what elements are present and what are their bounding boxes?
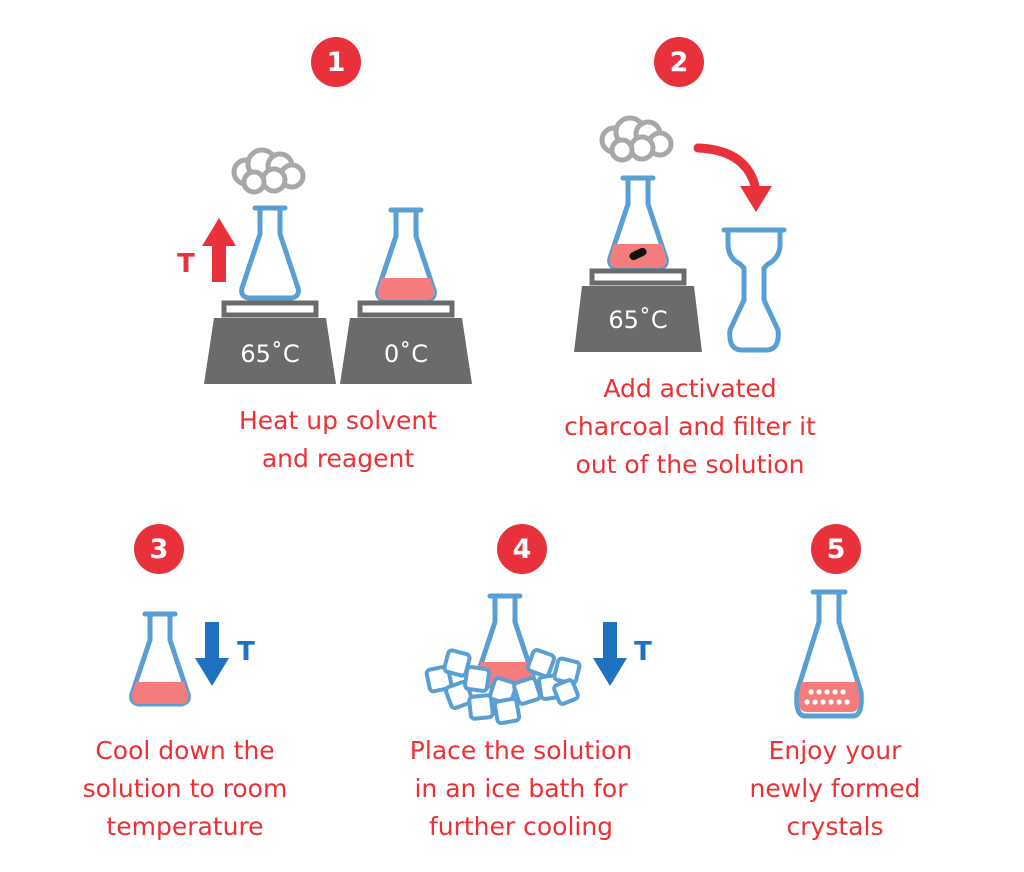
step-3-caption: Cool down the solution to room temperatu…: [82, 736, 288, 841]
step-3-number-badge: 3: [134, 524, 184, 574]
temperature-down-arrow-icon: [593, 622, 627, 686]
flask-with-charcoal-icon: [607, 175, 669, 271]
steam-cloud-icon: [234, 150, 303, 192]
step-1-illustration: T 65˚C 0˚C: [177, 150, 472, 384]
step-5-caption: Enjoy your newly formed crystals: [749, 736, 921, 841]
flask-with-solution-icon: [375, 207, 437, 303]
hotplate-icon: [204, 300, 336, 384]
ice-cube-icon: [512, 676, 542, 706]
step-5-illustration: [794, 589, 864, 719]
temperature-symbol: T: [634, 637, 652, 667]
ice-cube-icon: [467, 693, 495, 721]
step-2-illustration: 65˚C: [574, 118, 787, 353]
ice-cube-icon: [463, 665, 491, 693]
crystals-icon: [804, 689, 850, 705]
filter-funnel-icon: [721, 227, 787, 353]
step-4-caption: Place the solution in an ice bath for fu…: [409, 736, 633, 841]
temperature-symbol: T: [177, 249, 195, 279]
hotplate-icon: [574, 268, 702, 352]
temperature-up-arrow-icon: [202, 218, 236, 282]
steam-cloud-icon: [602, 118, 671, 160]
flask-with-crystals-icon: [794, 589, 864, 719]
step-1-caption: Heat up solvent and reagent: [239, 406, 437, 473]
ice-bath-icon: [424, 648, 582, 726]
ice-cube-icon: [552, 678, 580, 706]
charcoal-piece-icon: [629, 247, 647, 261]
hotplate-icon: [340, 300, 472, 384]
step-2-number-badge: 2: [654, 37, 704, 87]
ice-cube-icon: [442, 648, 472, 678]
step-4-illustration: T: [424, 593, 652, 726]
flask-empty-icon: [239, 205, 301, 301]
flask-with-solution-icon: [129, 611, 191, 707]
step-3-illustration: T: [129, 611, 255, 707]
step-1-number-badge: 1: [311, 37, 361, 87]
temperature-symbol: T: [237, 637, 255, 667]
ice-cube-icon: [492, 696, 522, 726]
temperature-down-arrow-icon: [195, 622, 229, 686]
step-5-number-badge: 5: [811, 524, 861, 574]
pour-arrow-icon: [693, 143, 772, 212]
ice-cube-icon: [526, 648, 556, 678]
step-4-number-badge: 4: [497, 524, 547, 574]
step-2-caption: Add activated charcoal and filter it out…: [564, 374, 816, 479]
